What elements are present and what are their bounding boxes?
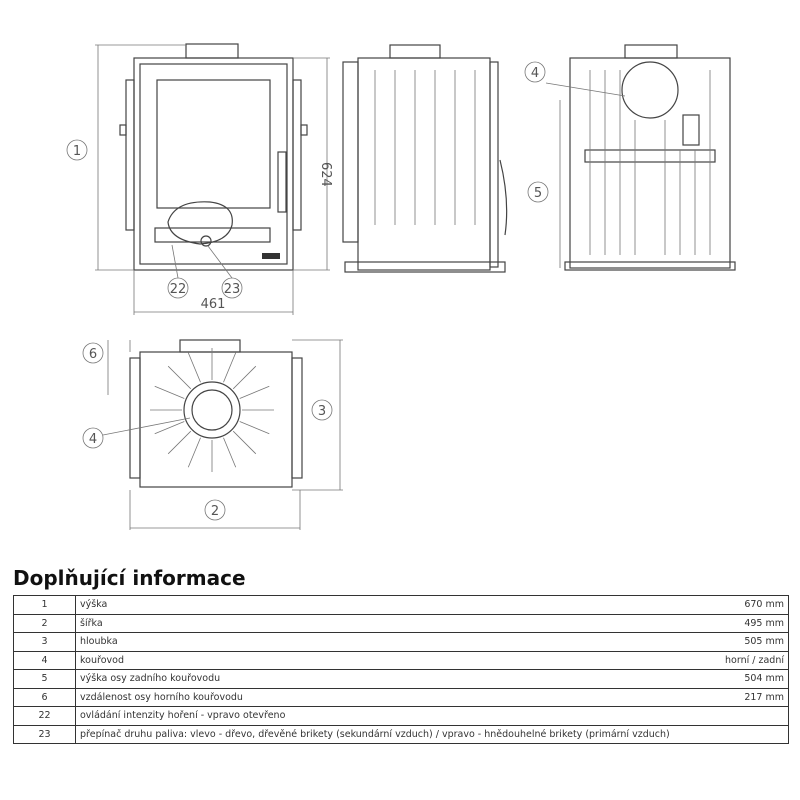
callout-5: 5 — [534, 186, 542, 201]
row-label: výška — [75, 595, 717, 615]
row-label: vzdálenost osy horního kouřovodu — [75, 687, 717, 707]
row-number: 4 — [13, 650, 76, 670]
row-label: výška osy zadního kouřovodu — [75, 669, 717, 689]
rib-line — [239, 421, 270, 435]
row-label: ovládání intenzity hoření - vpravo otevř… — [75, 706, 717, 726]
row-number: 2 — [13, 613, 76, 633]
row-number: 3 — [13, 632, 76, 652]
row-value — [716, 724, 790, 744]
row-value: 505 mm — [716, 632, 790, 652]
section-title: Doplňující informace — [13, 566, 246, 590]
row-number: 22 — [13, 706, 76, 726]
row-number: 1 — [13, 595, 76, 615]
side-view — [342, 44, 508, 273]
callout-23: 23 — [224, 282, 241, 297]
callout-4-back: 4 — [531, 66, 539, 81]
row-number: 23 — [13, 724, 76, 744]
row-number: 6 — [13, 687, 76, 707]
callout-6: 6 — [89, 347, 97, 362]
row-value: 504 mm — [716, 669, 790, 689]
rib-line — [167, 365, 192, 390]
front-view: 1 22 23 461 624 — [66, 43, 333, 315]
callout-4-top: 4 — [89, 432, 97, 447]
row-value: 495 mm — [716, 613, 790, 633]
row-value — [716, 706, 790, 726]
rib-line — [187, 352, 201, 383]
dim-height: 624 — [318, 162, 333, 187]
row-label: hloubka — [75, 632, 717, 652]
row-value: 670 mm — [716, 595, 790, 615]
callout-1: 1 — [73, 144, 81, 159]
row-value: 217 mm — [716, 687, 790, 707]
callout-3: 3 — [318, 404, 326, 419]
dim-width: 461 — [201, 297, 226, 312]
callout-2: 2 — [211, 504, 219, 519]
callout-22: 22 — [170, 282, 187, 297]
rib-line — [223, 352, 237, 383]
row-value: horní / zadní — [716, 650, 790, 670]
technical-drawing: 1 22 23 461 624 4 5 6 3 4 2 — [66, 43, 736, 530]
row-label: šířka — [75, 613, 717, 633]
top-view: 6 3 4 2 — [82, 339, 343, 530]
rib-line — [187, 437, 201, 468]
row-label: přepínač druhu paliva: vlevo - dřevo, dř… — [75, 724, 717, 744]
rib-line — [154, 421, 185, 435]
row-label: kouřovod — [75, 650, 717, 670]
rib-line — [239, 385, 270, 399]
back-view: 4 5 — [524, 44, 736, 271]
rib-line — [232, 430, 257, 455]
rib-line — [232, 365, 257, 390]
row-number: 5 — [13, 669, 76, 689]
rib-line — [223, 437, 237, 468]
rib-line — [154, 385, 185, 399]
rib-line — [167, 430, 192, 455]
